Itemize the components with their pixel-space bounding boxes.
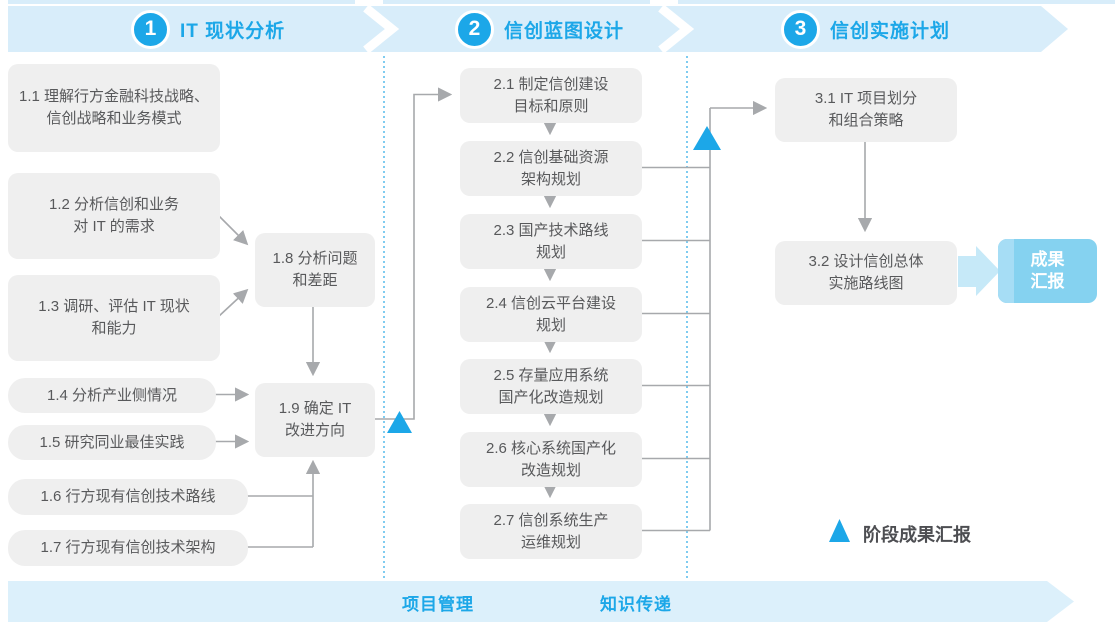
step-1-6-box: 1.6 行方现有信创技术路线: [8, 479, 248, 515]
step-1-5-box: 1.5 研究同业最佳实践: [8, 425, 216, 460]
phase-1-title: IT 现状分析: [180, 20, 286, 42]
step-1-4-box: 1.4 分析产业侧情况: [8, 378, 216, 413]
step-2-6-box: 2.6 核心系统国产化 改造规划: [460, 432, 642, 487]
step-2-2-box: 2.2 信创基础资源 架构规划: [460, 141, 642, 196]
results-report-label: 成果 汇报: [1030, 249, 1065, 291]
report-arrow-icon: [958, 246, 1000, 296]
footer-item-project-management: 项目管理: [402, 595, 474, 614]
stage-milestone-triangle-icon: [693, 126, 721, 150]
phase-header-band: [8, 6, 1068, 52]
phase-2-header: 2 信创蓝图设计: [455, 6, 624, 52]
phase-divider-dotted-line: [383, 56, 688, 578]
phase-2-number-badge: 2: [455, 9, 494, 49]
step-1-2-box: 1.2 分析信创和业务 对 IT 的需求: [8, 173, 220, 259]
top-edge-band-fragment: [678, 0, 1115, 4]
phase-1-number-badge: 1: [131, 9, 170, 49]
step-1-1-box: 1.1 理解行方金融科技战略、 信创战略和业务模式: [8, 64, 220, 152]
step-2-7-box: 2.7 信创系统生产 运维规划: [460, 504, 642, 559]
step-2-5-box: 2.5 存量应用系统 国产化改造规划: [460, 359, 642, 414]
legend-triangle-icon: [829, 519, 850, 542]
step-1-8-box: 1.8 分析问题 和差距: [255, 233, 375, 307]
top-edge-band-fragment: [383, 0, 650, 4]
flow-connectors: [214, 87, 873, 548]
step-2-1-box: 2.1 制定信创建设 目标和原则: [460, 68, 642, 123]
phase-2-title: 信创蓝图设计: [504, 20, 625, 42]
phase-3-number-badge: 3: [781, 9, 820, 49]
results-report-box: 成果 汇报: [998, 239, 1097, 303]
step-2-3-box: 2.3 国产技术路线 规划: [460, 214, 642, 269]
footer-band: [8, 581, 1074, 622]
phase-1-header: 1 IT 现状分析: [131, 6, 285, 52]
legend-label: 阶段成果汇报: [863, 525, 971, 545]
phase-separator-chevron-icon: [363, 4, 695, 54]
step-1-7-box: 1.7 行方现有信创技术架构: [8, 530, 248, 566]
footer-item-knowledge-transfer: 知识传递: [600, 595, 672, 614]
step-3-2-box: 3.2 设计信创总体 实施路线图: [775, 241, 957, 305]
step-1-3-box: 1.3 调研、评估 IT 现状 和能力: [8, 275, 220, 361]
phase-3-title: 信创实施计划: [830, 20, 951, 42]
step-1-9-box: 1.9 确定 IT 改进方向: [255, 383, 375, 457]
top-edge-band-fragment: [8, 0, 355, 4]
step-3-1-box: 3.1 IT 项目划分 和组合策略: [775, 78, 957, 142]
step-2-4-box: 2.4 信创云平台建设 规划: [460, 287, 642, 342]
stage-milestone-triangle-icon: [387, 411, 412, 433]
phase-3-header: 3 信创实施计划: [781, 6, 950, 52]
